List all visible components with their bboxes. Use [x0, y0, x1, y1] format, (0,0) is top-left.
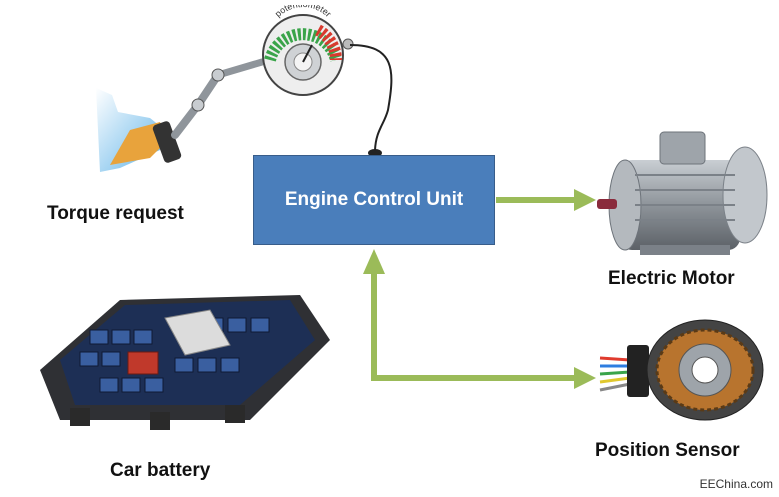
battery-red-module [127, 351, 159, 375]
pedal-arm-3 [214, 58, 266, 79]
shoe-sole [110, 122, 168, 165]
car-battery-illustration [40, 295, 330, 430]
potentiometer-cable [349, 44, 393, 151]
electric-motor-illustration [597, 131, 768, 255]
position-sensor-label: Position Sensor [595, 440, 740, 461]
joint-1 [191, 98, 205, 112]
potentiometer-text-svg: potentiometer [273, 5, 333, 19]
pedal-plate [152, 121, 182, 163]
engine-control-unit-box: Engine Control Unit [253, 155, 495, 245]
potentiometer-dial-text: potentiometer [273, 5, 333, 19]
potentiometer-dial [262, 14, 354, 96]
ecu-to-motor-arrow [496, 189, 596, 211]
torque-pedal-illustration [96, 58, 266, 172]
watermark: EEChina.com [699, 477, 773, 491]
torque-request-label: Torque request [47, 203, 184, 224]
car-battery-label: Car battery [110, 460, 211, 481]
electric-motor-label: Electric Motor [608, 268, 735, 289]
position-sensor-illustration [599, 319, 764, 421]
sensor-wires [599, 356, 631, 392]
svg-text:potentiometer: potentiometer [273, 5, 333, 19]
joint-2 [211, 68, 225, 82]
battery-white-module [164, 309, 231, 356]
sensor-to-ecu-arrow [363, 249, 596, 389]
battery-cells [79, 317, 270, 393]
ecu-label: Engine Control Unit [284, 189, 464, 210]
